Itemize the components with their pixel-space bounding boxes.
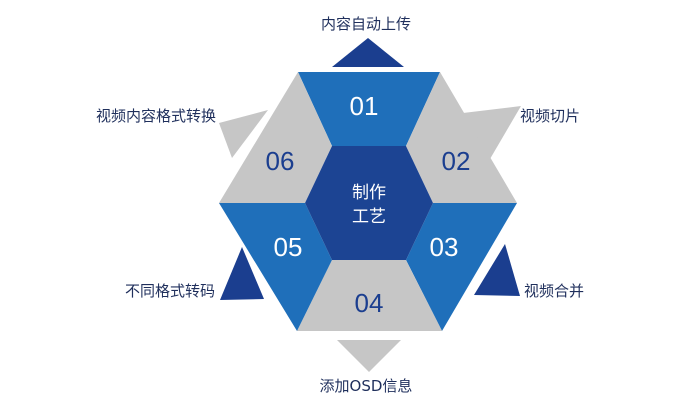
step-number-05: 05	[274, 232, 303, 262]
step-number-06: 06	[266, 146, 295, 176]
pointer-triangle-01	[332, 38, 404, 67]
pointer-triangle-04	[337, 340, 401, 372]
pointer-triangle-06	[219, 110, 268, 158]
step-label-04: 添加OSD信息	[320, 377, 413, 395]
segment-06	[219, 72, 332, 203]
step-label-03: 视频合并	[524, 282, 584, 300]
step-number-03: 03	[430, 232, 459, 262]
center-label-line2: 工艺	[352, 207, 386, 227]
step-number-02: 02	[442, 146, 471, 176]
pointer-triangle-03	[474, 244, 520, 296]
center-hexagon	[305, 146, 433, 260]
step-number-01: 01	[350, 91, 379, 121]
step-label-02: 视频切片	[520, 107, 580, 125]
step-label-05: 不同格式转码	[125, 282, 215, 300]
step-label-01: 内容自动上传	[321, 15, 411, 33]
step-label-06: 视频内容格式转换	[96, 107, 216, 125]
segment-04	[297, 260, 442, 331]
center-label-line1: 制作	[352, 183, 386, 203]
pointer-triangle-02	[463, 106, 521, 159]
segment-02	[406, 72, 517, 203]
segment-01	[298, 72, 440, 146]
step-number-04: 04	[355, 288, 384, 318]
pointer-triangle-05	[220, 247, 264, 300]
segment-05	[219, 203, 332, 331]
segment-03	[406, 203, 517, 331]
